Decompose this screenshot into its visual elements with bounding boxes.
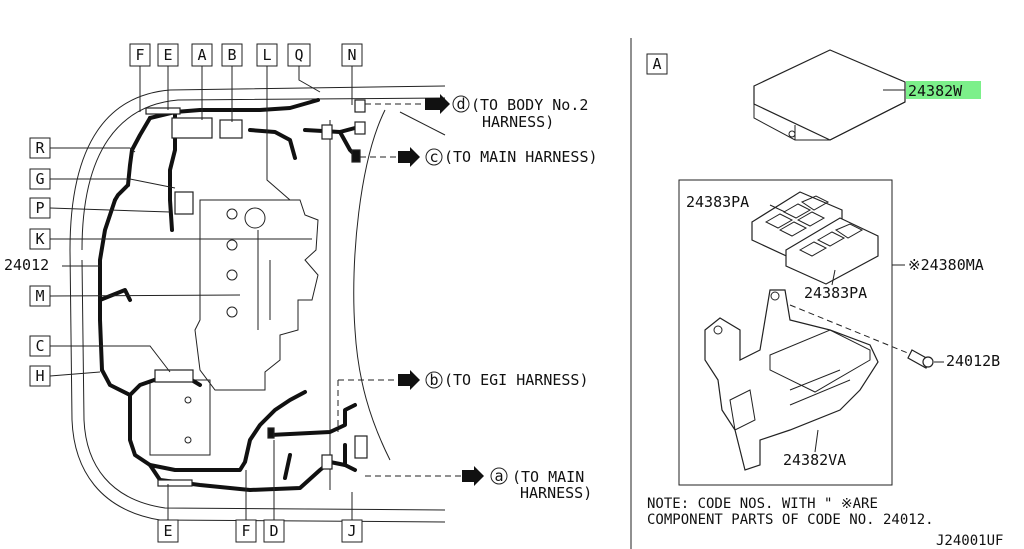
callout-r: R bbox=[35, 139, 45, 157]
note-line2: COMPONENT PARTS OF CODE NO. 24012. bbox=[647, 512, 934, 528]
leader-fuse-top bbox=[769, 204, 786, 213]
callout-n: N bbox=[347, 46, 356, 64]
diagram-code: J24001UF bbox=[936, 533, 1003, 549]
callout-e: E bbox=[163, 46, 172, 64]
conn-d-line1: (TO BODY No.2 bbox=[471, 96, 588, 114]
fuse-box-cover bbox=[753, 49, 906, 141]
conn-b-line1: (TO EGI HARNESS) bbox=[444, 371, 589, 389]
part-bolt: 24012B bbox=[946, 352, 1000, 370]
part-cover: 24382W bbox=[908, 82, 963, 100]
assembly-frame bbox=[678, 179, 893, 486]
bolt bbox=[907, 349, 934, 369]
conn-a-line2: HARNESS) bbox=[520, 484, 592, 502]
part-base: 24382VA bbox=[783, 451, 846, 469]
callout-b: B bbox=[227, 46, 236, 64]
callout-k: K bbox=[35, 230, 44, 248]
callout-c: C bbox=[35, 337, 44, 355]
part-assembly: ※24380MA bbox=[908, 256, 984, 274]
callout-a: A bbox=[197, 46, 206, 64]
callouts-bottom: E F D J bbox=[157, 440, 363, 543]
harness-connectors bbox=[145, 99, 368, 487]
leader-fuse-bottom bbox=[831, 269, 836, 286]
part-fuse-block-top: 24383PA bbox=[686, 193, 749, 211]
callout-q: Q bbox=[294, 46, 303, 64]
conn-a-letter: a bbox=[494, 467, 503, 485]
section-a-label: A bbox=[646, 53, 668, 75]
battery bbox=[149, 379, 211, 456]
conn-d-letter: d bbox=[456, 95, 465, 113]
note-line1: NOTE: CODE NOS. WITH " ※ARE bbox=[647, 496, 878, 512]
vehicle-body-outline bbox=[69, 85, 446, 523]
callout-d: D bbox=[269, 522, 278, 540]
connection-leaders bbox=[337, 94, 484, 486]
callouts-left: R G P K M C H 24012 bbox=[4, 137, 312, 387]
callout-g: G bbox=[35, 170, 44, 188]
callout-e-bottom: E bbox=[163, 522, 172, 540]
conn-c-letter: c bbox=[429, 148, 438, 166]
conn-a-line1: (TO MAIN bbox=[512, 468, 584, 486]
connection-labels: d (TO BODY No.2 HARNESS) c (TO MAIN HARN… bbox=[425, 95, 598, 502]
callout-f: F bbox=[135, 46, 144, 64]
part-fuse-block-bottom: 24383PA bbox=[804, 284, 867, 302]
callout-p: P bbox=[35, 199, 44, 217]
leader-base bbox=[814, 429, 819, 453]
callout-f-bottom: F bbox=[241, 522, 250, 540]
cover-part-highlight bbox=[906, 81, 981, 99]
conn-d-line2: HARNESS) bbox=[482, 113, 554, 131]
callouts-top: F E A B L Q N bbox=[129, 43, 363, 201]
callout-m: M bbox=[35, 287, 44, 305]
callout-l: L bbox=[262, 46, 271, 64]
conn-c-line1: (TO MAIN HARNESS) bbox=[444, 148, 598, 166]
callout-24012: 24012 bbox=[4, 256, 49, 274]
fuse-box-base bbox=[704, 289, 879, 471]
fuse-block-bottom bbox=[785, 217, 879, 285]
section-a-letter: A bbox=[652, 55, 661, 73]
callout-h: H bbox=[35, 367, 44, 385]
bolt-leader bbox=[789, 304, 921, 359]
callout-j: J bbox=[347, 522, 356, 540]
conn-b-letter: b bbox=[429, 371, 438, 389]
engine-block bbox=[194, 199, 319, 391]
